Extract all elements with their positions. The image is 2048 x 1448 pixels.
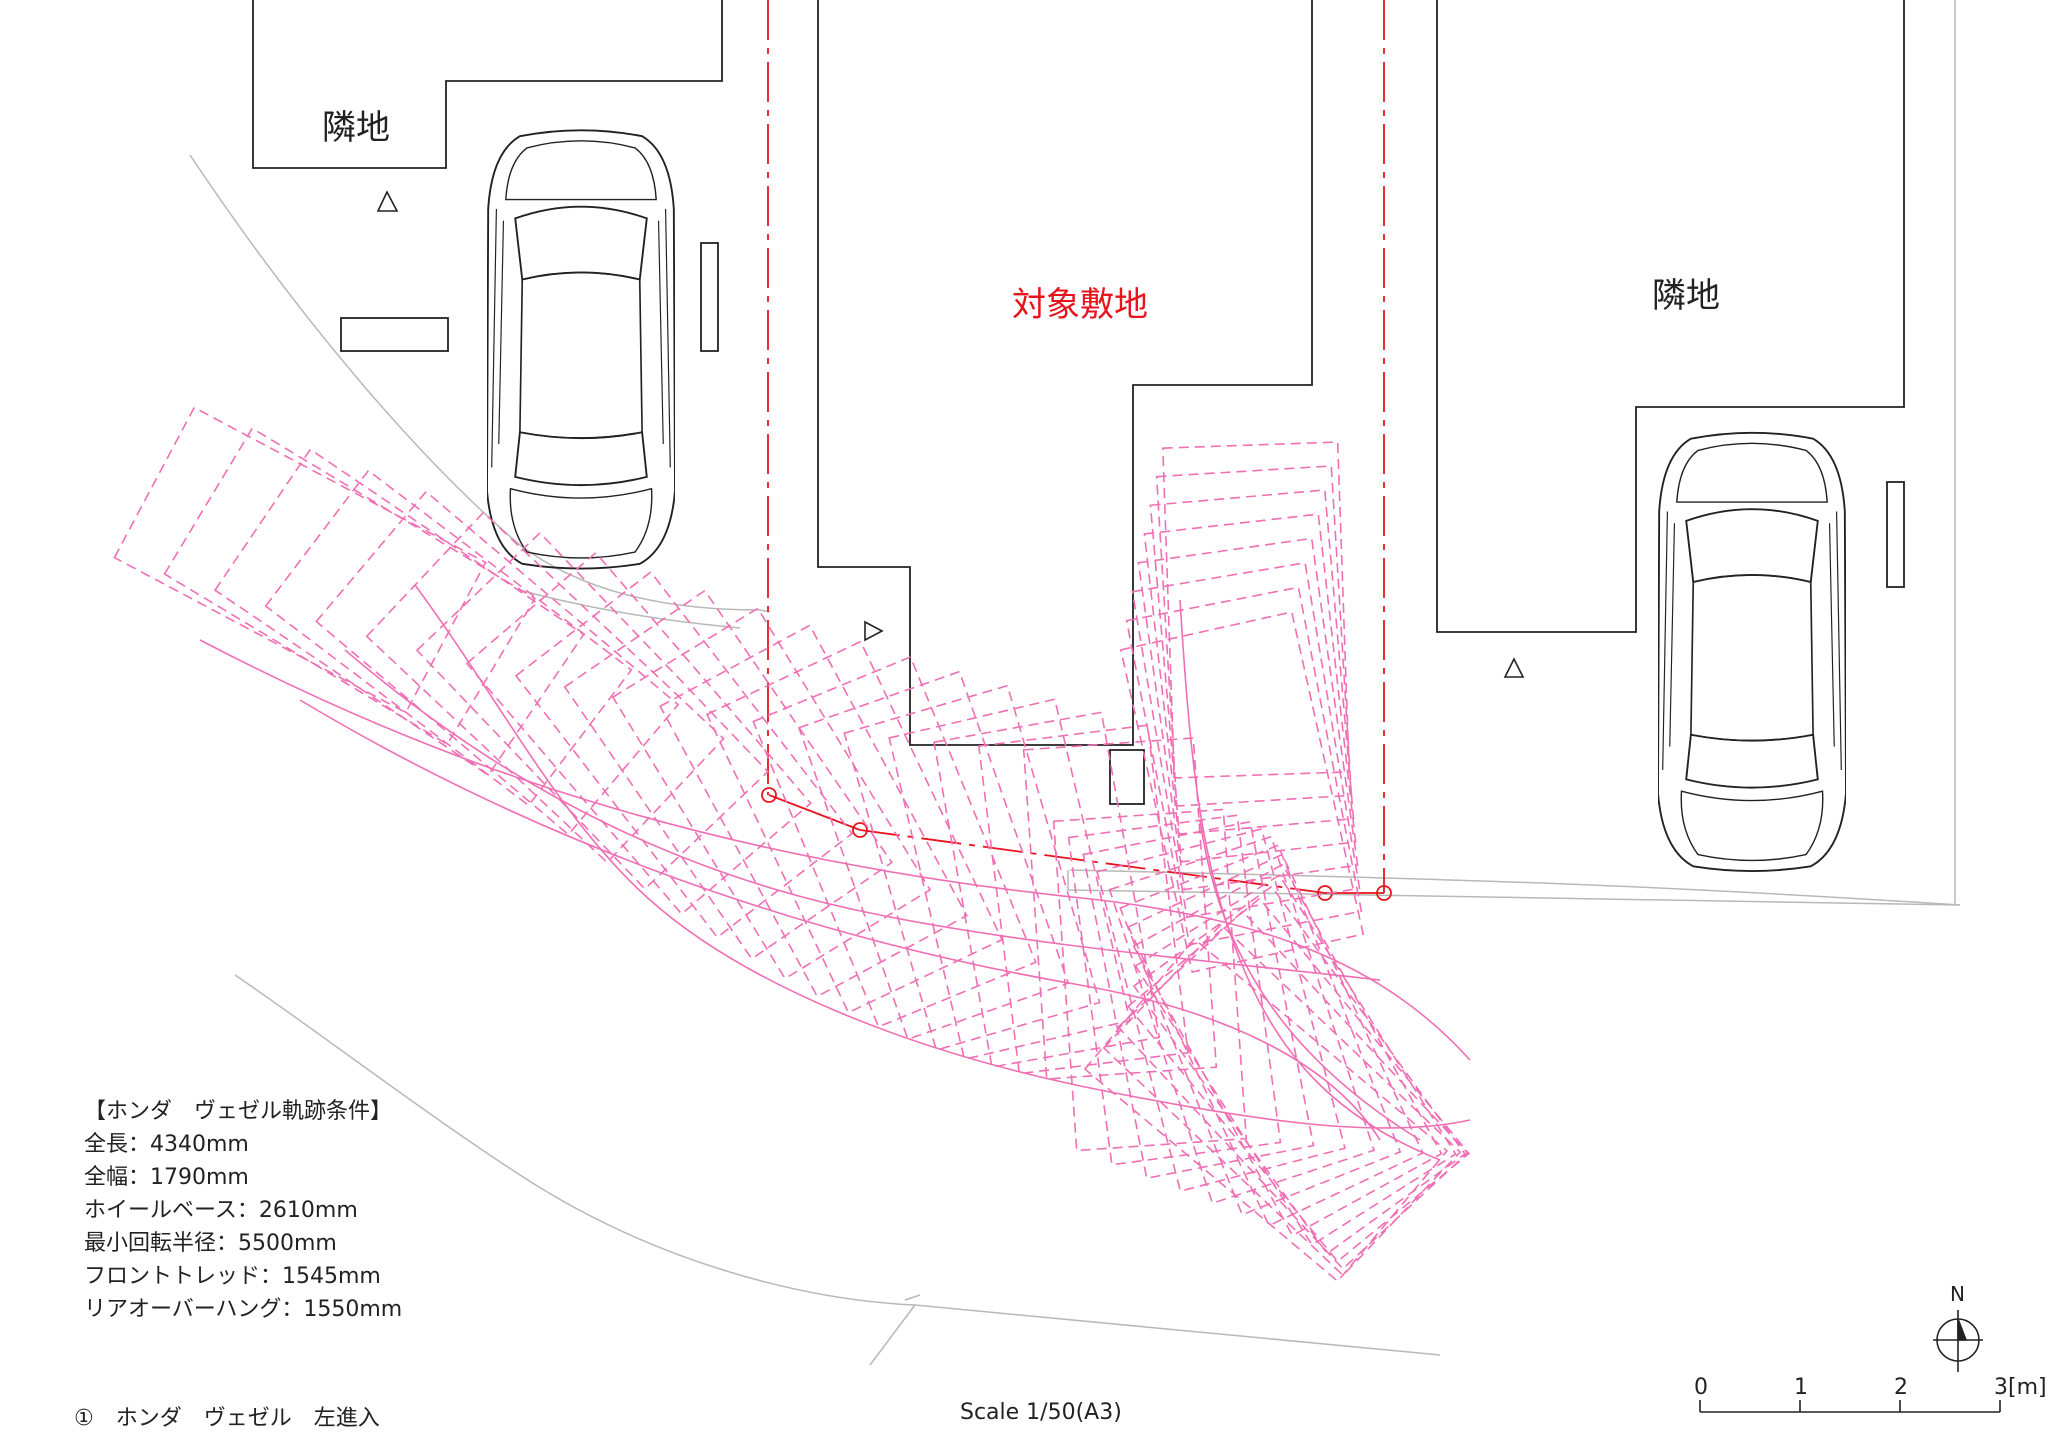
swept-vehicle-outline [1132, 885, 1467, 1255]
condition-min-turning-radius: 最小回転半径：5500mm [84, 1231, 337, 1256]
swept-vehicle-outline [113, 406, 487, 714]
scale-tick-3: 3[m] [1994, 1375, 2047, 1400]
swept-vehicle-outline [797, 670, 1070, 1041]
swept-vehicle-outline [1143, 513, 1357, 863]
road-edges [189, 0, 1961, 1366]
swept-vehicle-outline [315, 490, 680, 836]
swept-vehicle-outline [659, 624, 968, 998]
condition-width: 全幅：1790mm [84, 1165, 249, 1190]
label-neighbor-right: 隣地 [1652, 276, 1720, 316]
swept-vehicle-outline [888, 698, 1131, 1061]
swept-vehicle-outline [1137, 537, 1359, 891]
condition-wheelbase: ホイールベース：2610mm [84, 1198, 358, 1223]
swept-vehicle-outline [1119, 611, 1365, 973]
swept-vehicle-outline [1052, 808, 1248, 1152]
swept-vehicle-outline [1134, 874, 1457, 1246]
condition-rear-overhang: リアオーバーハング：1550mm [84, 1297, 403, 1322]
drawing-scale: Scale 1/50(A3) [960, 1400, 1122, 1425]
neighbor-lot-left [252, 0, 723, 352]
swept-vehicle-outline [1131, 561, 1361, 919]
scale-bar [1699, 1400, 2001, 1413]
swept-vehicle-outline [705, 640, 1004, 1014]
triangle-marker-icon [376, 190, 399, 212]
swept-vehicle-outline [163, 427, 537, 746]
swept-vehicle-outline [365, 511, 725, 864]
scale-tick-1: 1 [1794, 1375, 1808, 1400]
swept-vehicle-outline [1083, 937, 1449, 1283]
swept-vehicle-outline [1102, 923, 1462, 1277]
scale-tick-2: 2 [1894, 1375, 1908, 1400]
vehicle-trajectory [113, 406, 1471, 1283]
scale-tick-0: 0 [1694, 1375, 1708, 1400]
swept-vehicle-outline [563, 589, 893, 960]
north-label: N [1950, 1282, 1965, 1306]
swept-vehicle-outline [1161, 441, 1351, 779]
swept-vehicle-outline [213, 448, 585, 777]
swept-vehicle-outline [1149, 489, 1355, 835]
swept-vehicle-outline [415, 531, 769, 891]
swept-vehicle-outline [1132, 863, 1443, 1237]
swept-vehicle-outline [752, 655, 1037, 1028]
swept-vehicle-outline [514, 570, 854, 939]
site-boundary [761, 0, 1392, 901]
label-neighbor-left: 隣地 [322, 108, 390, 148]
swept-vehicle-outline [264, 469, 633, 807]
swept-vehicle-outline [465, 551, 812, 916]
condition-front-tread: フロントトレッド：1545mm [84, 1264, 381, 1289]
label-target-site: 対象敷地 [1012, 285, 1148, 325]
swept-vehicle-outline [1022, 737, 1218, 1080]
north-arrow-icon [1933, 1310, 1983, 1372]
swept-vehicle-outline [1125, 586, 1363, 946]
target-site-building [817, 0, 1313, 805]
swept-vehicle-outline [1119, 844, 1402, 1216]
swept-vehicle-outline [843, 684, 1101, 1052]
neighbor-lot-right [1436, 0, 1905, 633]
car-top-view-icon [1658, 431, 1846, 873]
swept-vehicle-outline [1155, 465, 1353, 807]
condition-length: 全長：4340mm [84, 1132, 249, 1157]
swept-vehicle-outline [977, 724, 1189, 1075]
swept-vehicle-outline [1082, 820, 1315, 1180]
trajectory-conditions: 【ホンダ ヴェゼル軌跡条件】 全長：4340mm 全幅：1790mm ホイールベ… [84, 1095, 402, 1326]
triangle-marker-icon [1503, 657, 1525, 678]
triangle-marker-icon [864, 620, 884, 642]
drawing-caption: ① ホンダ ヴェゼル 左進入 [74, 1406, 380, 1431]
car-top-view-icon [487, 129, 675, 570]
swept-vehicle-outline [933, 711, 1161, 1069]
conditions-title: 【ホンダ ヴェゼル軌跡条件】 [84, 1099, 393, 1124]
swept-vehicle-outline [611, 607, 932, 980]
